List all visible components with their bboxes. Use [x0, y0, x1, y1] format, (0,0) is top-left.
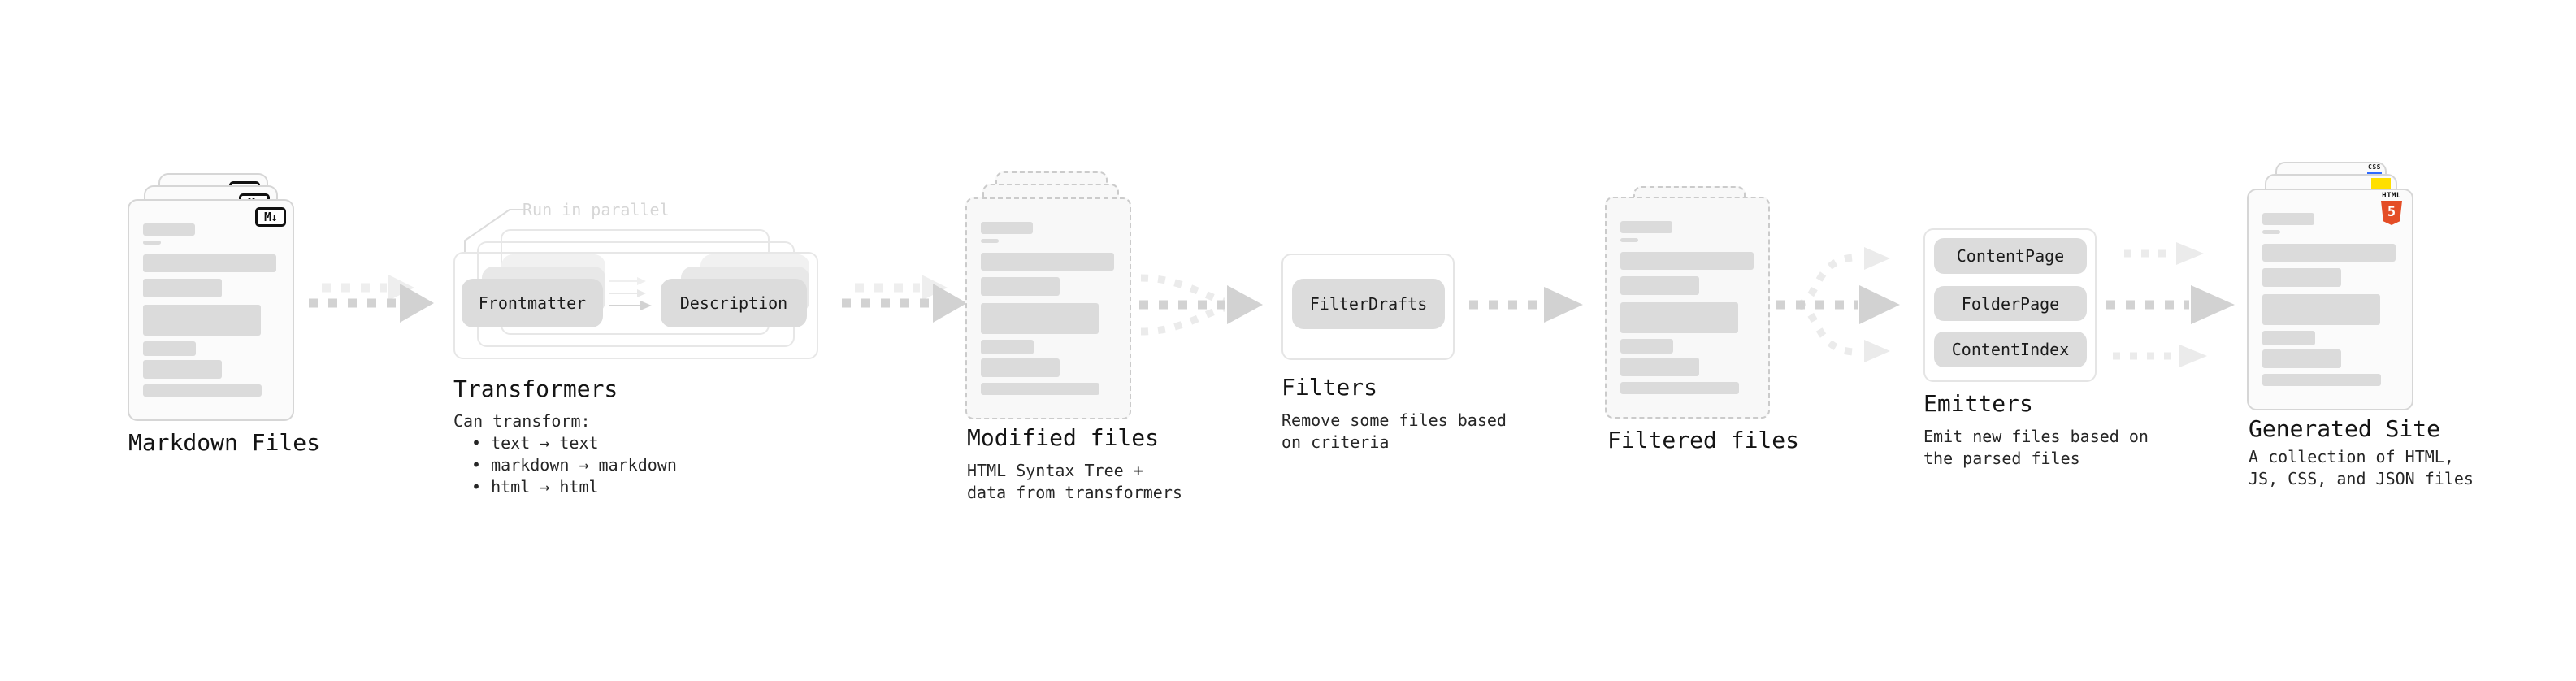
- converging-dashed-arrow-icon: [1139, 274, 1263, 336]
- run-in-parallel-label: Run in parallel: [523, 200, 670, 219]
- fanout-dashed-arrow-icon: [1776, 247, 1900, 362]
- js-badge-icon: [2371, 178, 2391, 189]
- markdown-files-stack: M↓ M↓ M↓: [128, 173, 331, 425]
- emitters-description: Emit new files based on the parsed files: [1923, 426, 2149, 470]
- dashed-arrow-icon: [1469, 287, 1583, 323]
- dashed-arrow-icon: [309, 275, 434, 323]
- desc-line: the parsed files: [1923, 449, 2080, 468]
- desc-line: on criteria: [1281, 432, 1390, 452]
- filtered-files-title: Filtered files: [1607, 427, 1800, 453]
- desc-line: Can transform:: [453, 411, 591, 431]
- desc-line: JS, CSS, and JSON files: [2249, 469, 2474, 488]
- site-doc-html: HTML 5: [2247, 189, 2413, 410]
- description-node: Description: [661, 279, 807, 327]
- contentpage-node: ContentPage: [1934, 238, 2087, 274]
- filters-title: Filters: [1281, 374, 1378, 401]
- markdown-files-title: Markdown Files: [128, 429, 321, 456]
- doc-content-lines: [967, 199, 1130, 395]
- html5-badge-icon: HTML 5: [2379, 193, 2404, 225]
- desc-line: Remove some files based: [1281, 410, 1507, 430]
- transformers-description: Can transform: • text → text • markdown …: [453, 410, 677, 498]
- filterdrafts-node: FilterDrafts: [1292, 279, 1445, 329]
- modified-files-description: HTML Syntax Tree + data from transformer…: [967, 460, 1182, 504]
- desc-bullet: • text → text: [471, 433, 599, 453]
- css-badge-label: CSS: [2368, 163, 2381, 171]
- modified-files-stack: [965, 171, 1169, 423]
- desc-line: Emit new files based on: [1923, 427, 2149, 446]
- emitters-title: Emitters: [1923, 390, 2033, 417]
- dashed-arrow-icon: [842, 275, 967, 323]
- generated-site-title: Generated Site: [2249, 415, 2441, 442]
- transformers-title: Transformers: [453, 375, 618, 402]
- frontmatter-node: Frontmatter: [462, 279, 603, 327]
- modified-doc-front: [965, 197, 1131, 419]
- desc-line: A collection of HTML,: [2249, 447, 2454, 466]
- html5-shield: 5: [2381, 201, 2402, 225]
- generated-site-description: A collection of HTML, JS, CSS, and JSON …: [2249, 446, 2474, 490]
- doc-content-lines: [129, 201, 293, 397]
- triple-dashed-arrow-icon: [2106, 242, 2235, 367]
- markdown-doc-front: M↓: [128, 199, 294, 421]
- generated-site-stack: CSS HTML 5: [2247, 162, 2450, 414]
- doc-content-lines: [1607, 198, 1768, 394]
- filtered-files-stack: [1605, 184, 1808, 427]
- desc-bullet: • markdown → markdown: [471, 455, 677, 475]
- filters-description: Remove some files based on criteria: [1281, 410, 1507, 453]
- desc-line: HTML Syntax Tree +: [967, 461, 1143, 480]
- doc-content-lines: [2249, 190, 2412, 386]
- parallel-box-front: [453, 252, 818, 359]
- annotation-leader-line: [464, 209, 524, 254]
- filtered-doc-front: [1605, 197, 1770, 419]
- desc-line: data from transformers: [967, 483, 1182, 502]
- html5-badge-label: HTML: [2382, 192, 2401, 200]
- desc-bullet: • html → html: [471, 477, 599, 497]
- contentindex-node: ContentIndex: [1934, 332, 2087, 367]
- markdown-icon: M↓: [255, 207, 286, 227]
- modified-files-title: Modified files: [967, 424, 1160, 451]
- parallel-arrows-icon: [609, 277, 652, 310]
- folderpage-node: FolderPage: [1934, 286, 2087, 321]
